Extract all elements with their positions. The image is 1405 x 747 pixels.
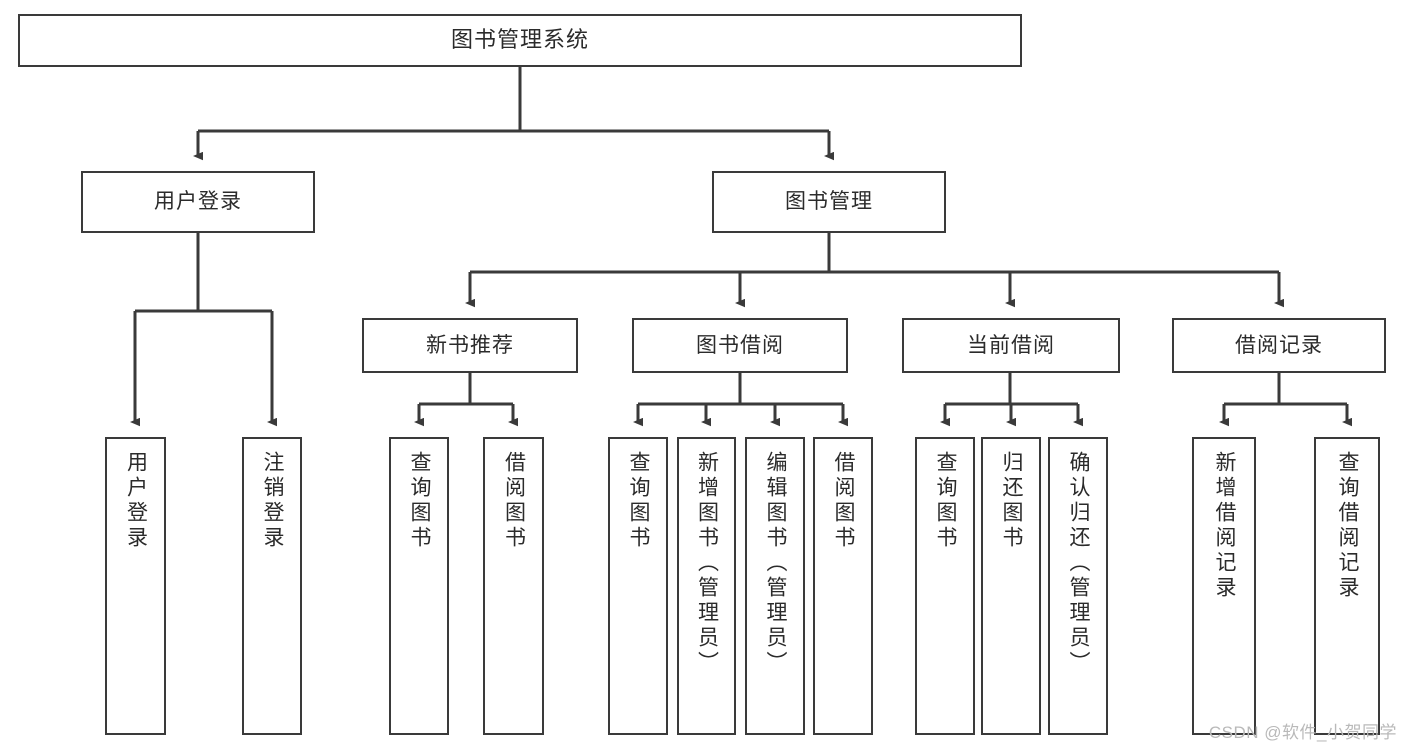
node-book-management-label: 图书管理 — [785, 190, 873, 214]
node-add-borrow-record-label: 新增借阅记录 — [1213, 451, 1237, 601]
node-borrow-book-rec[interactable]: 借阅图书 — [483, 437, 544, 735]
node-edit-book-admin[interactable]: 编辑图书（管理员） — [745, 437, 805, 735]
node-add-book-admin-label: 新增图书（管理员） — [695, 451, 719, 676]
node-add-book-admin[interactable]: 新增图书（管理员） — [677, 437, 736, 735]
node-add-borrow-record[interactable]: 新增借阅记录 — [1192, 437, 1256, 735]
node-borrow-book[interactable]: 借阅图书 — [813, 437, 873, 735]
node-borrow-book-rec-label: 借阅图书 — [502, 451, 526, 551]
node-logout-leaf[interactable]: 注销登录 — [242, 437, 302, 735]
node-book-borrow[interactable]: 图书借阅 — [632, 318, 848, 373]
node-book-management[interactable]: 图书管理 — [712, 171, 946, 233]
node-return-book-label: 归还图书 — [1000, 451, 1024, 551]
node-query-book-rec[interactable]: 查询图书 — [389, 437, 449, 735]
node-query-borrow-record[interactable]: 查询借阅记录 — [1314, 437, 1380, 735]
node-system-title[interactable]: 图书管理系统 — [18, 14, 1022, 67]
node-query-book-borrow[interactable]: 查询图书 — [608, 437, 668, 735]
node-query-book-borrow-label: 查询图书 — [627, 451, 651, 551]
csdn-watermark: CSDN @软件_小贺同学 — [1208, 723, 1397, 742]
node-new-book-recommend-label: 新书推荐 — [426, 333, 514, 357]
node-return-book[interactable]: 归还图书 — [981, 437, 1041, 735]
node-system-title-label: 图书管理系统 — [450, 27, 589, 53]
node-current-borrow-label: 当前借阅 — [967, 333, 1055, 357]
node-query-book-rec-label: 查询图书 — [408, 451, 432, 551]
node-user-login[interactable]: 用户登录 — [81, 171, 315, 233]
node-query-book-current[interactable]: 查询图书 — [915, 437, 975, 735]
node-borrow-record[interactable]: 借阅记录 — [1172, 318, 1386, 373]
node-user-login-label: 用户登录 — [154, 190, 242, 214]
node-logout-leaf-label: 注销登录 — [261, 451, 285, 551]
node-borrow-book-label: 借阅图书 — [832, 451, 856, 551]
node-book-borrow-label: 图书借阅 — [696, 333, 784, 357]
node-user-login-leaf[interactable]: 用户登录 — [105, 437, 166, 735]
node-query-book-current-label: 查询图书 — [934, 451, 958, 551]
node-current-borrow[interactable]: 当前借阅 — [902, 318, 1120, 373]
node-borrow-record-label: 借阅记录 — [1235, 333, 1323, 357]
node-edit-book-admin-label: 编辑图书（管理员） — [764, 451, 788, 676]
node-user-login-leaf-label: 用户登录 — [124, 451, 148, 551]
node-confirm-return-admin[interactable]: 确认归还（管理员） — [1048, 437, 1108, 735]
node-confirm-return-admin-label: 确认归还（管理员） — [1067, 451, 1091, 676]
node-query-borrow-record-label: 查询借阅记录 — [1336, 451, 1360, 601]
node-new-book-recommend[interactable]: 新书推荐 — [362, 318, 578, 373]
